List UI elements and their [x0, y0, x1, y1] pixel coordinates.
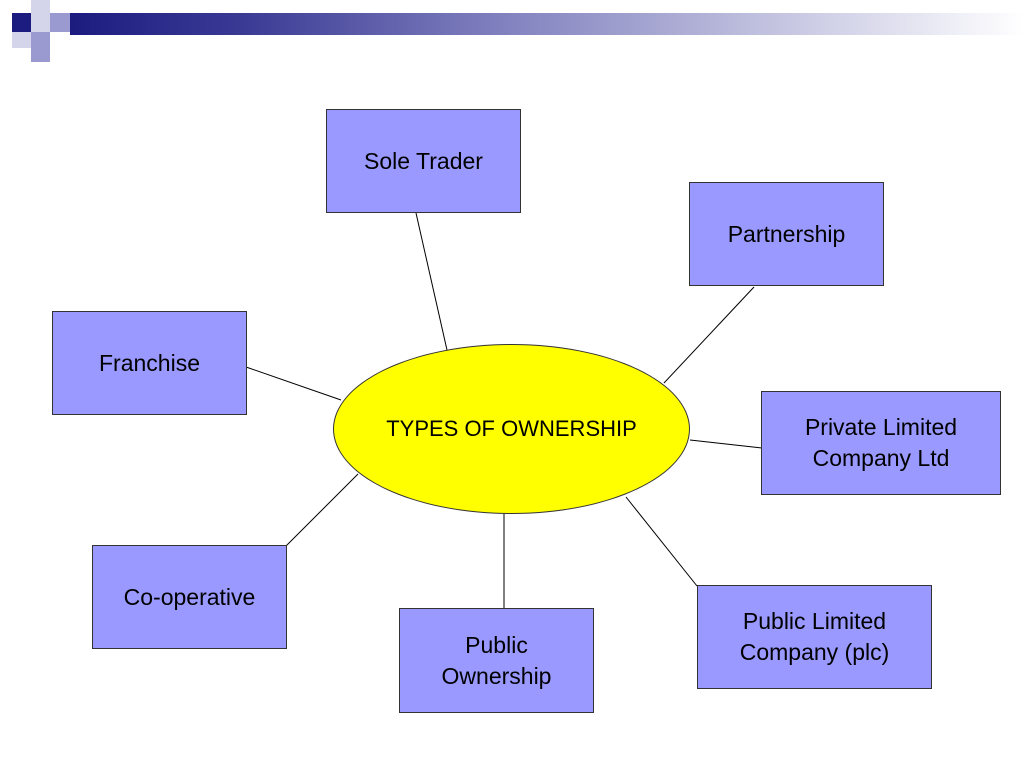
- header-gradient-bar: [70, 13, 1024, 35]
- connector-private-limited: [689, 439, 763, 449]
- center-node-label: TYPES OF OWNERSHIP: [386, 416, 637, 441]
- node-sole-trader: Sole Trader: [326, 109, 521, 213]
- connector-franchise: [245, 366, 342, 401]
- node-label: Public Limited Company (plc): [739, 608, 890, 665]
- node-public-ownership: Public Ownership: [399, 608, 594, 713]
- node-label: Sole Trader: [364, 147, 483, 174]
- header-square: [31, 0, 50, 13]
- center-node-types-of-ownership: TYPES OF OWNERSHIP: [333, 344, 690, 514]
- header-square: [12, 13, 31, 32]
- node-label: Partnership: [727, 220, 846, 247]
- header-square: [31, 13, 50, 32]
- header-square: [50, 13, 70, 32]
- header-square: [31, 48, 50, 62]
- node-label: Private Limited Company Ltd: [804, 414, 958, 471]
- header-square: [12, 32, 31, 48]
- node-label: Franchise: [99, 349, 200, 376]
- node-private-limited: Private Limited Company Ltd: [761, 391, 1001, 495]
- node-label: Public Ownership: [441, 631, 552, 689]
- connector-sole-trader: [415, 212, 448, 351]
- header-square: [31, 32, 50, 48]
- header-square: [50, 0, 70, 13]
- node-co-operative: Co-operative: [92, 545, 287, 649]
- connector-partnership: [663, 286, 755, 384]
- node-public-limited: Public Limited Company (plc): [697, 585, 932, 689]
- node-label: Co-operative: [123, 583, 256, 610]
- connector-co-operative: [285, 473, 359, 547]
- node-partnership: Partnership: [689, 182, 884, 286]
- node-franchise: Franchise: [52, 311, 247, 415]
- connector-public-limited: [625, 496, 698, 587]
